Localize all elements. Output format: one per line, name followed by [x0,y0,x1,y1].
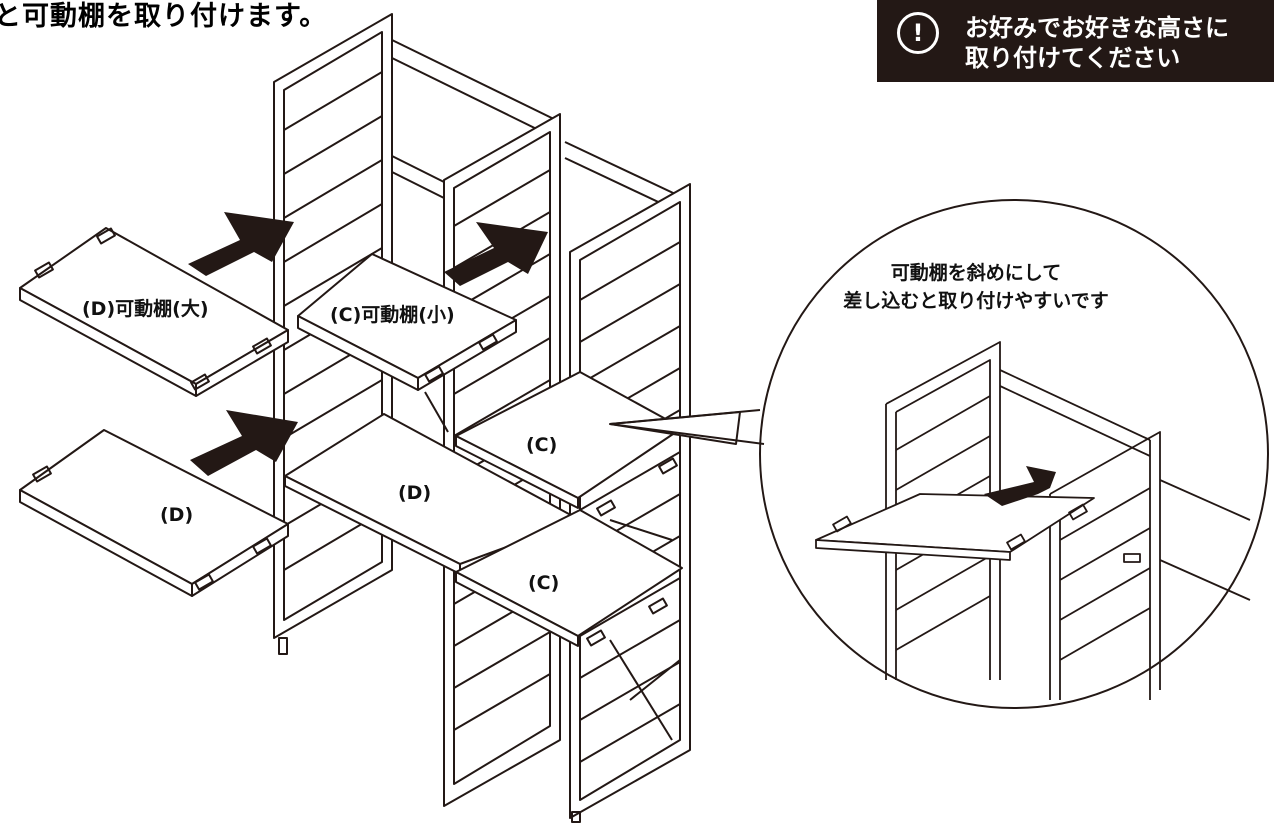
arrow-icon [188,212,294,276]
shelf-d [19,429,289,597]
shelf-d-large [19,227,289,397]
label-installed-shelf-c-lower: (C) [528,572,560,594]
front-right-ladder-frame [569,183,691,823]
notice-line-1: お好みでお好きな高さに [965,14,1229,42]
label-shelf-c-small: (C)可動棚(小) [330,304,455,326]
notice-line-2: 取り付けてください [965,44,1181,72]
label-shelf-d: (D) [160,504,194,526]
label-installed-shelf-d: (D) [398,482,432,504]
arrow-icon [984,466,1056,506]
callout-line-1: 可動棚を斜めにして [890,262,1062,284]
shelf-c-small [297,253,517,391]
label-shelf-d-large: (D)可動棚(大) [82,298,209,320]
exclamation-circle-icon: ! [897,12,939,54]
detail-callout [609,199,1269,709]
arrow-icon [444,222,548,286]
detail-frame [815,341,1251,700]
step-heading: と可動棚を取り付けます。 [0,1,328,32]
callout-line-2: 差し込むと取り付けやすいです [843,290,1109,312]
arrow-icon [190,410,298,476]
label-installed-shelf-c-upper: (C) [526,434,558,456]
insertion-arrows [188,212,1056,506]
installed-shelf-c-lower [455,509,683,647]
notice-box: ! お好みでお好きな高さに 取り付けてください [877,0,1274,82]
